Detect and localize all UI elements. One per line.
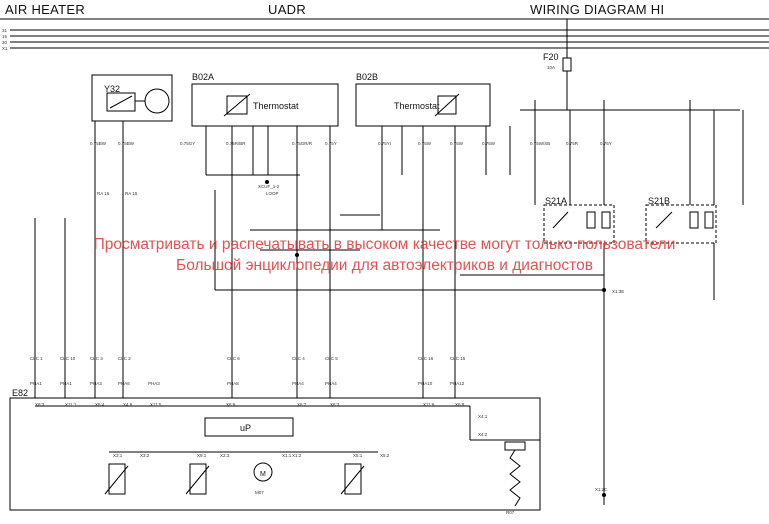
wire-label-clc: CLC 6 [227, 356, 240, 361]
wire-label-top: 0.75YI [378, 141, 391, 146]
bus-label: 15 [2, 34, 8, 39]
wire-label-clc: CLC 1 [30, 356, 43, 361]
wire-label-top: 0.75W [450, 141, 464, 146]
wire-label-connector: X4:1 [478, 414, 488, 419]
label-b02a-thermostat: Thermostat [253, 101, 299, 111]
bus-label: 30 [2, 40, 8, 45]
wire-label-ra: RA 16 [97, 191, 110, 196]
wire-label-internal: X9:1 [197, 453, 207, 458]
wire-label-internal: X3:1 [113, 453, 123, 458]
wire-label-pha: PHA4 [325, 381, 337, 386]
thermostat-b02a-box [191, 83, 339, 127]
wire-label-pha: PHA4 [292, 381, 304, 386]
wire-label-top: 0.75R/BR [226, 141, 246, 146]
fuse-f20 [562, 57, 572, 72]
label-motor: M [260, 471, 266, 478]
wire-label-loop: LOOP [266, 191, 279, 196]
wire-label-pha: PHA3 [148, 381, 160, 386]
wire-label-clc: CLC 15 [450, 356, 466, 361]
wire-label-top: 0.75W [482, 141, 496, 146]
wire-label-connector: X6:3 [330, 402, 340, 407]
valve-y32-coil [106, 92, 136, 112]
label-cpu: uP [240, 423, 251, 433]
wire-label-connector: X6:8 [455, 402, 465, 407]
label-b02b: B02B [356, 72, 378, 82]
wire-label-top: 0.75W [418, 141, 432, 146]
wire-label-connector: X11:6 [423, 402, 435, 407]
header-left-title: AIR HEATER [5, 2, 86, 17]
label-s21a: S21A [545, 196, 567, 206]
wire-label-connector: X6:3 [35, 402, 45, 407]
label-e82: E82 [12, 388, 28, 398]
wire-label-pha: PHA8 [227, 381, 239, 386]
wire-label-pha: PHA10 [418, 381, 433, 386]
wire-label-internal: X1:2 [292, 453, 302, 458]
junction-dots [265, 180, 606, 497]
wire-label-top: 0.75Y [600, 141, 612, 146]
label-b02b-thermostat: Thermostat [394, 101, 440, 111]
bus-label: 31 [2, 28, 8, 33]
wire-label-internal: X2:3 [220, 453, 230, 458]
wire-label-top: 0.75Y [325, 141, 337, 146]
label-b02a: B02A [192, 72, 214, 82]
wire-label-junction: X1:3E [612, 289, 624, 294]
wire-label-connector: X4:6 [123, 402, 133, 407]
wire-label-internal: X5:2 [380, 453, 390, 458]
wire-label-connector: X6:7 [297, 402, 307, 407]
wire-label-top: 0.75W/SB [530, 141, 550, 146]
wire-label-clc: CLC 5 [325, 356, 338, 361]
wire-label-clc: CLC 4 [292, 356, 305, 361]
wire-label-pha: PHA3 [90, 381, 102, 386]
wire-label-connector: X11:1 [65, 402, 77, 407]
wire-label-top: 0.75R [566, 141, 579, 146]
header-center-title: UADR [268, 2, 307, 17]
wire-label-top: 0.75BW [118, 141, 135, 146]
wire-label-internal: X5:1 [353, 453, 363, 458]
wire-label-internal: X3:2 [140, 453, 150, 458]
label-f20: F20 [543, 52, 559, 62]
wire-label-connector: X11:5 [150, 402, 162, 407]
resistor-r07 [509, 449, 521, 507]
label-s21b: S21B [648, 196, 670, 206]
label-y32: Y32 [104, 84, 120, 94]
wire-label-internal: X1:1 [282, 453, 292, 458]
wire-label-pha: PHA1 [30, 381, 42, 386]
wire-label-pha: PHA6 [118, 381, 130, 386]
wire-label-pha: PHA12 [450, 381, 465, 386]
wire-label-clc: CLC 3 [90, 356, 103, 361]
header-right-title: WIRING DIAGRAM HI [530, 2, 665, 17]
wire-label-loop: XCUF_1-2 [258, 184, 280, 189]
wire-label-connector: X4:2 [478, 432, 488, 437]
wire-label-connector: X6:4 [95, 402, 105, 407]
wire-label-top: 0.75BW [90, 141, 107, 146]
wire-label-top: 0.75GR/R [292, 141, 313, 146]
wire-label-top: 0.75GY [180, 141, 195, 146]
label-f20-rating: 10A [547, 65, 555, 70]
label-r07: R07 [506, 510, 515, 515]
wire-label-clc: CLC 2 [118, 356, 131, 361]
wire-label-junction: X1:2C [595, 487, 608, 492]
switch-s21a-box [543, 204, 615, 244]
valve-y32-symbol [144, 88, 170, 114]
wire-label-pha: PHA1 [60, 381, 72, 386]
label-motor-sub: M07 [255, 490, 264, 495]
wire-label-clc: CLC 16 [418, 356, 434, 361]
switch-s21b-box [645, 204, 717, 244]
ecu-e82-box [9, 397, 541, 511]
valve-y32-frame [91, 74, 173, 122]
bus-label: X1 [2, 46, 8, 51]
wire-label-clc: CLC 10 [60, 356, 76, 361]
wire-label-connector: X6:6 [226, 402, 236, 407]
cpu-box [204, 417, 294, 437]
motor-symbol [253, 462, 273, 482]
wire-label-ra: RA 15 [125, 191, 138, 196]
